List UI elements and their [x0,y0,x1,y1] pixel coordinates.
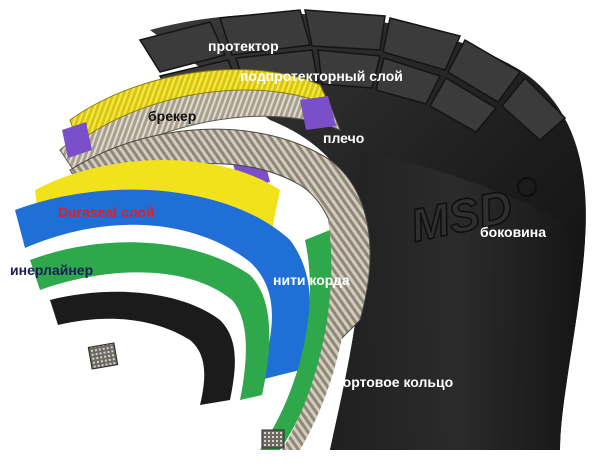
cord-ply [69,128,371,342]
label-breaker: брекер [148,108,197,124]
brand-emboss: MSD [406,180,517,252]
label-bead: бортовое кольцо [334,374,454,390]
label-sidewall: боковина [480,224,547,240]
label-shoulder: плечо [323,130,365,146]
label-subtread: подпротекторный слой [240,68,403,84]
sidewall-cord [282,210,350,450]
sidewall-face [330,150,585,450]
label-innerliner: инерлайнер [10,262,94,278]
bead-left [87,342,119,370]
brand-emboss-logo [517,177,537,197]
blue-layer [15,189,310,380]
label-duraseal: Duraseal слой [58,204,155,220]
sidewall-plies [260,230,335,450]
green-layer [30,242,270,400]
label-tread: протектор [208,38,279,54]
label-cord: нити корда [273,272,350,288]
inner-dark-layer [50,291,235,405]
bead-right [261,429,285,449]
